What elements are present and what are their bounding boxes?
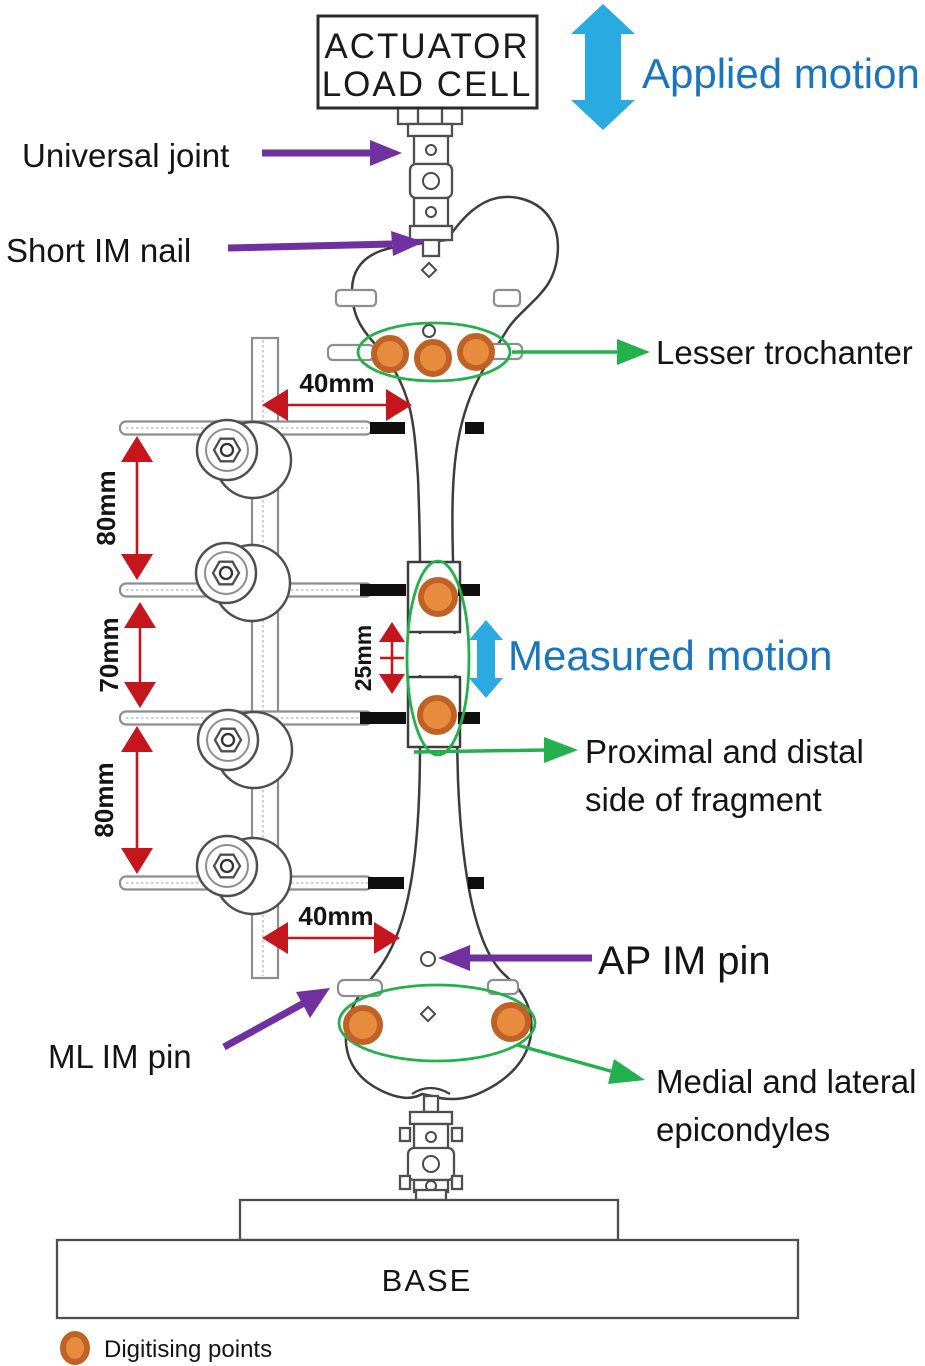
universal-joint-bottom-drawing <box>398 1094 464 1202</box>
measurement-label: 70mm <box>94 617 124 692</box>
universal-joint-top-drawing <box>396 104 464 258</box>
pin-segment <box>458 584 480 596</box>
epicondyles-label-line2: epicondyles <box>656 1111 830 1148</box>
pedestal <box>238 1198 620 1242</box>
short-im-nail-drawing <box>421 238 441 258</box>
epicondyles-ellipse <box>337 983 537 1063</box>
load-cell-label-line2: LOAD CELL <box>322 65 533 104</box>
digitising-point <box>418 577 458 617</box>
universal-joint-arrow <box>262 140 402 166</box>
fragment-ellipse <box>405 559 471 757</box>
measurement-80mm-upper: 80mm <box>91 436 153 580</box>
pin-segment <box>465 422 484 434</box>
measurement-label: 80mm <box>89 762 119 837</box>
ap-im-pin-arrow <box>438 945 592 971</box>
fragment-label-line2: side of fragment <box>585 781 822 818</box>
base-box <box>55 1238 800 1320</box>
lesser-trochanter-ellipse <box>356 321 512 383</box>
nail-hole <box>422 324 436 338</box>
epicondyles-arrow <box>516 1043 645 1084</box>
nail-hole <box>419 1005 437 1023</box>
measurement-label: 40mm <box>298 901 373 931</box>
legend-digitising-points-label: Digitising points <box>104 1336 272 1363</box>
ml-im-pin-tab <box>336 978 384 998</box>
epicondyles-label-line1: Medial and lateral <box>656 1063 917 1100</box>
ap-im-pin-label: AP IM pin <box>598 939 771 983</box>
measurement-label: 25mm <box>350 625 376 691</box>
digitising-point <box>417 695 457 735</box>
applied-motion-label: Applied motion <box>642 50 920 97</box>
fracture-gap <box>402 634 466 675</box>
rod-clamp-1 <box>195 418 293 500</box>
rod-clamp-4 <box>195 834 293 916</box>
rod-clamp-2 <box>194 541 292 623</box>
ml-im-pin-arrow <box>222 988 330 1051</box>
reference-tab <box>334 288 378 308</box>
digitising-points <box>343 333 531 1045</box>
condyle-notch <box>411 1086 451 1095</box>
fixation-frame <box>118 336 374 980</box>
load-cell-label-line1: ACTUATOR <box>324 27 529 66</box>
pin-segment <box>468 877 484 889</box>
load-cell-box <box>316 14 539 110</box>
measurement-label: 80mm <box>91 470 121 545</box>
digitising-point <box>457 333 495 371</box>
measurement-40mm-top: 40mm <box>262 368 412 421</box>
pin-segment <box>370 422 405 434</box>
short-im-nail-label: Short IM nail <box>6 232 191 269</box>
rod-clamp-3 <box>196 708 294 790</box>
pin-segment <box>360 584 406 596</box>
legend: Digitising points <box>60 1331 272 1365</box>
base-label: BASE <box>382 1263 473 1298</box>
measurement-70mm: 70mm <box>94 602 156 708</box>
digitising-point <box>491 1002 531 1042</box>
measured-motion-arrow-icon <box>469 620 503 698</box>
base-drawing: BASE <box>55 1198 800 1320</box>
digitising-point <box>371 335 409 373</box>
digitising-point <box>343 1005 383 1045</box>
short-im-nail-arrow <box>227 231 424 256</box>
nail-hole <box>420 261 438 279</box>
reference-tab <box>326 343 376 362</box>
reference-tab <box>492 288 522 308</box>
universal-joint-label: Universal joint <box>22 137 229 174</box>
measured-motion-label: Measured motion <box>508 632 833 679</box>
load-cell-assembly: ACTUATOR LOAD CELL <box>316 14 539 110</box>
pin-segment <box>368 877 404 889</box>
measurement-40mm-bottom: 40mm <box>262 901 400 954</box>
ap-im-pin-hole <box>420 951 436 967</box>
ml-im-pin-label: ML IM pin <box>48 1038 192 1075</box>
fragment-label-line1: Proximal and distal <box>585 733 864 770</box>
measurement-80mm-lower: 80mm <box>89 726 153 874</box>
pin-segment <box>360 712 406 724</box>
lesser-trochanter-arrow <box>512 339 650 365</box>
lesser-trochanter-label: Lesser trochanter <box>656 334 913 371</box>
legend-digitising-point-marker <box>60 1331 90 1365</box>
digitising-point <box>414 339 452 377</box>
measurement-label: 40mm <box>299 368 374 398</box>
measurement-25mm: 25mm <box>350 622 405 694</box>
applied-motion-arrow-icon <box>571 4 635 130</box>
fragment-arrow <box>413 737 578 763</box>
